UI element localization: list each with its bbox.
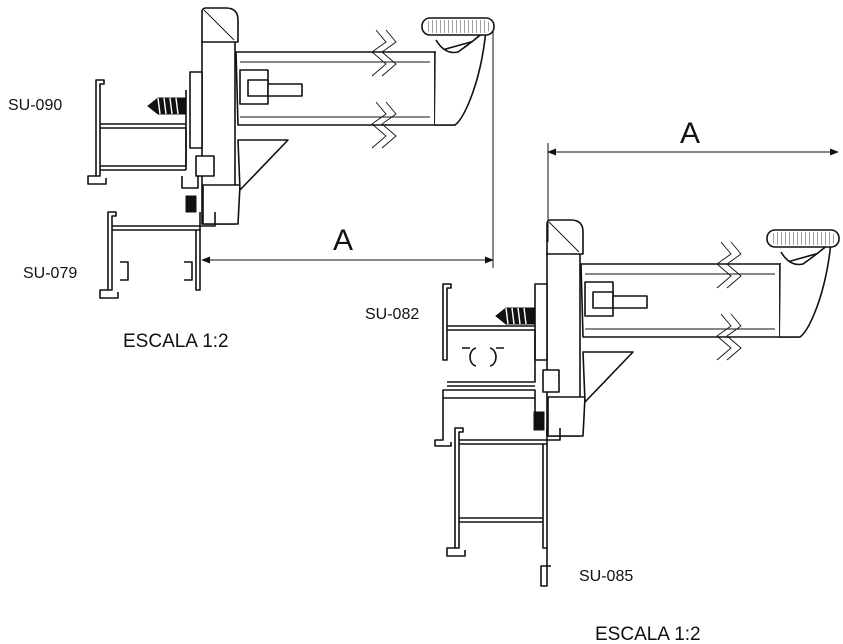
label-su-079: SU-079 (23, 265, 77, 282)
left-detail: A SU-090 SU-079 ESCALA 1:2 (8, 7, 495, 352)
right-handle-assembly (534, 219, 840, 437)
right-spring (533, 411, 545, 431)
left-profile-su-090 (87, 79, 199, 189)
label-su-082: SU-082 (365, 306, 419, 323)
right-screw (495, 307, 535, 325)
label-su-085: SU-085 (579, 568, 633, 585)
left-scale-label: ESCALA 1:2 (123, 331, 229, 352)
right-profile-su-085 (446, 427, 561, 587)
left-screw (147, 97, 187, 115)
left-clip (195, 155, 215, 177)
right-dimension-a (547, 143, 839, 242)
left-spring (185, 195, 197, 213)
right-clip (542, 369, 560, 393)
left-profile-su-079 (99, 211, 216, 299)
left-dimension-a (201, 30, 494, 268)
right-detail: A SU-082 SU-085 ESCALA 1:2 (365, 117, 840, 644)
label-su-090: SU-090 (8, 97, 62, 114)
left-handle-assembly (189, 7, 495, 225)
right-scale-label: ESCALA 1:2 (595, 624, 701, 644)
right-dimension-label: A (680, 117, 700, 150)
left-dimension-label: A (333, 224, 353, 257)
